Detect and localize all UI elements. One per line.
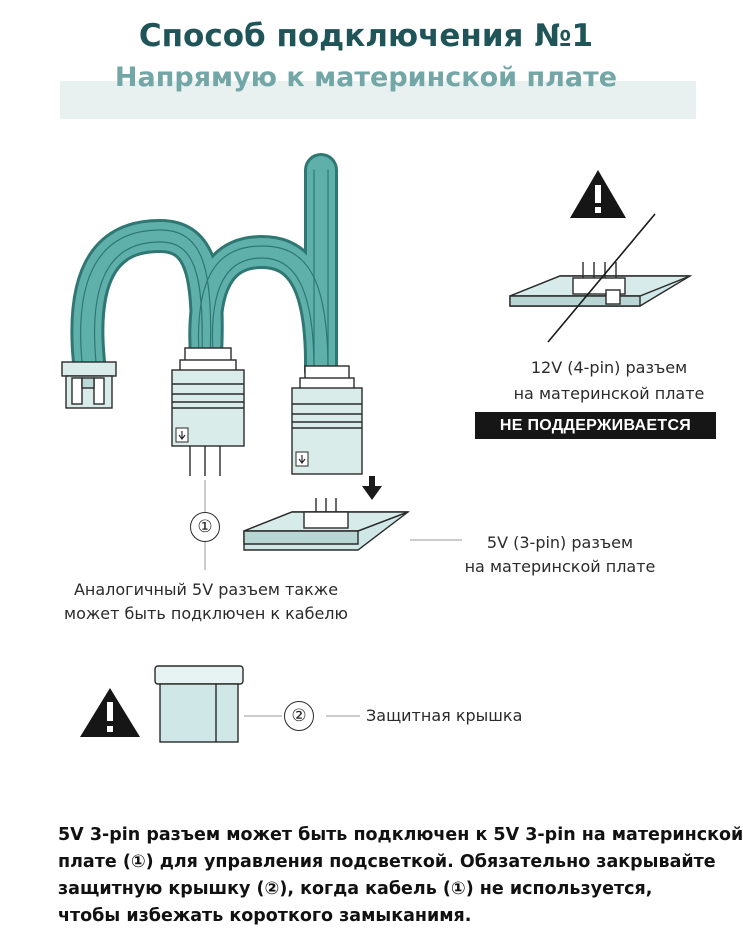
page-title: Способ подключения №1 [138, 18, 594, 54]
connector-5v-male [171, 347, 245, 476]
callout-marker-1: ① [190, 512, 220, 542]
footer-line-3: защитную крышку (②), когда кабель (①) не… [58, 879, 653, 899]
rgb-cable [70, 153, 339, 387]
callout-marker-2: ② [284, 701, 314, 731]
warning-icon [570, 170, 626, 218]
label-12v-line2: на материнской плате [513, 384, 705, 403]
protective-cap [154, 665, 244, 743]
label-5v-line2: на материнской плате [464, 557, 656, 576]
label-12v-line1: 12V (4-pin) разъем [530, 358, 688, 377]
strike-through-line [547, 213, 656, 343]
callout-1-line2: может быть подключен к кабелю [64, 604, 348, 623]
insert-arrow-icon [362, 476, 382, 500]
motherboard-5v-header [243, 498, 411, 551]
jst-connector [61, 361, 117, 409]
warning-icon-bottom [80, 688, 140, 737]
footer-note: 5V 3-pin разъем может быть подключен к 5… [58, 822, 743, 930]
page-subtitle: Напрямую к материнской плате [114, 62, 618, 93]
motherboard-12v-header [509, 262, 693, 307]
not-supported-badge: НЕ ПОДДЕРЖИВАЕТСЯ [475, 412, 716, 439]
footer-line-1: 5V 3-pin разъем может быть подключен к 5… [58, 825, 743, 845]
callout-2-label: Защитная крышка [366, 706, 523, 725]
connector-5v-female [291, 365, 363, 475]
callout-1-line1: Аналогичный 5V разъем также [73, 580, 339, 599]
label-5v-line1: 5V (3-pin) разъем [486, 533, 634, 552]
footer-line-2: плате (①) для управления подсветкой. Обя… [58, 852, 716, 872]
footer-line-4: чтобы избежать короткого замыканимя. [58, 906, 472, 926]
subtitle-highlight [60, 81, 696, 119]
